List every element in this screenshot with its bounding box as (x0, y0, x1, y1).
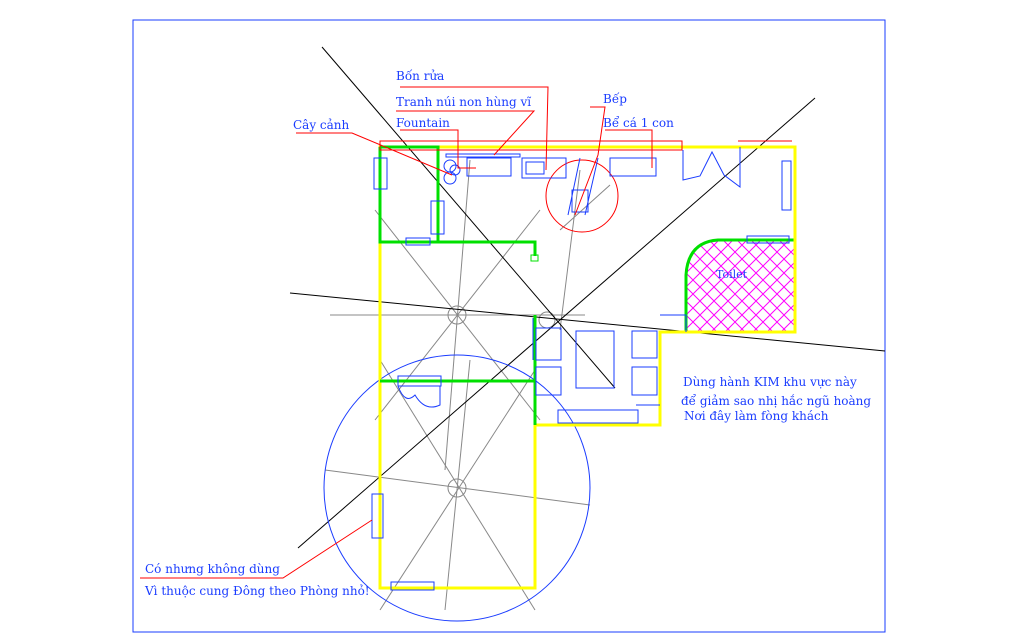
compass-grid (324, 159, 611, 611)
note-line-4: Có nhưng không dùng (145, 562, 280, 576)
label-bep: Bếp (603, 92, 627, 106)
outer-walls (378, 145, 797, 590)
label-fountain: Fountain (396, 116, 450, 130)
drawing-frame (132, 19, 886, 633)
label-toilet: Toilet (716, 268, 748, 281)
partitions (378, 145, 537, 425)
label-tranh: Tranh núi non hùng vĩ (396, 95, 532, 109)
note-line-3: Nơi đây làm fòng khách (684, 409, 829, 423)
toilet-area (684, 238, 797, 334)
label-be-ca: Bể cá 1 con (603, 116, 674, 130)
note-line-1: Dùng hành KIM khu vực này (683, 375, 857, 389)
furniture (371, 147, 792, 591)
label-bon-rua: Bốn rửa (396, 69, 445, 83)
note-line-5: Vì thuộc cung Đông theo Phòng nhỏ! (145, 584, 370, 598)
direction-axes (289, 46, 886, 549)
label-cay-canh: Cây cảnh (293, 118, 350, 132)
leader-lines (140, 86, 792, 579)
kitchen-circle (545, 159, 619, 233)
zone-circle (323, 354, 591, 622)
note-line-2: để giảm sao nhị hắc ngũ hoàng (681, 394, 872, 408)
